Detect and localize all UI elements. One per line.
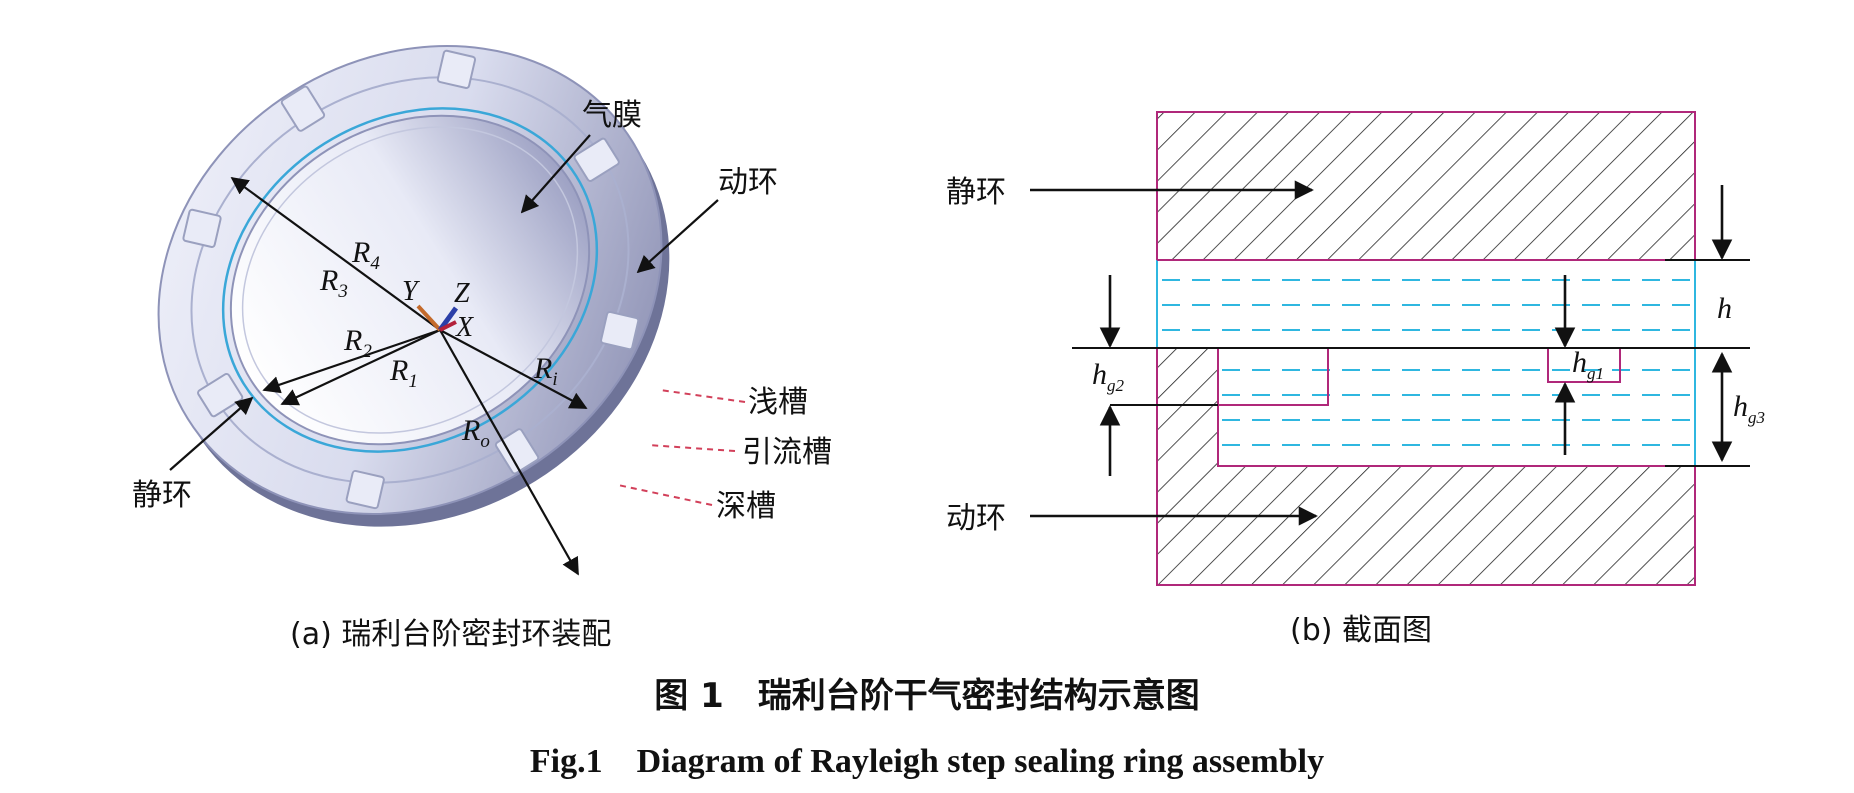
axis-label-z: Z <box>454 278 470 309</box>
label-gas-film: 气膜 <box>582 98 642 133</box>
label-deep-groove: 深槽 <box>716 489 776 524</box>
coordinate-triad <box>416 304 459 332</box>
figure-title-en: Fig.1 Diagram of Rayleigh step sealing r… <box>530 743 1324 780</box>
symbol-h: h <box>1717 292 1732 325</box>
y-axis-mark <box>416 304 442 332</box>
label-stationary-ring-b: 静环 <box>946 175 1006 210</box>
rotating-ring-callout <box>636 199 719 274</box>
groove-callouts <box>617 389 746 506</box>
ring-inner-edge <box>241 126 579 434</box>
stationary-ring-section <box>1156 111 1696 261</box>
radius-arrows <box>230 176 588 576</box>
groove-segments <box>182 49 640 510</box>
caption-b: (b) 截面图 <box>1290 613 1432 648</box>
caption-a: (a) 瑞利台阶密封环装配 <box>290 617 611 652</box>
deep-groove-callout <box>617 484 713 506</box>
deep-step-profile <box>1218 348 1329 406</box>
symbol-hg1: hg1 <box>1572 346 1604 383</box>
symbol-hg3: hg3 <box>1733 390 1765 427</box>
symbol-r2: R2 <box>343 324 372 362</box>
callout-arrows-b <box>1030 180 1318 526</box>
shallow-groove-callout <box>659 389 746 403</box>
symbol-hg2: hg2 <box>1092 358 1125 395</box>
figure-title-cn: 图 1 瑞利台阶干气密封结构示意图 <box>654 676 1200 716</box>
label-rotating-ring: 动环 <box>718 165 778 200</box>
ri-arrow <box>439 329 588 409</box>
z-axis-mark <box>437 306 459 332</box>
panel-a-ring-illustration: 气膜 动环 静环 浅槽 引流槽 深槽 R4 R3 R2 R1 Ri Ro Y Z… <box>132 45 832 652</box>
symbol-r1: R1 <box>389 354 418 392</box>
stationary-ring-callout <box>169 396 254 471</box>
r1-arrow <box>280 329 441 406</box>
gas-film-line <box>221 107 599 453</box>
x-axis-mark <box>439 320 457 332</box>
label-shallow-groove: 浅槽 <box>748 385 808 420</box>
step-profiles <box>1157 259 1695 467</box>
gas-film-callout <box>520 134 591 214</box>
shallow-step-profile <box>1547 348 1621 383</box>
symbol-r4: R4 <box>351 236 380 274</box>
reference-lines <box>1072 259 1750 467</box>
label-guide-groove: 引流槽 <box>742 435 832 470</box>
symbol-r3: R3 <box>319 264 348 302</box>
dimension-arrows <box>1099 185 1733 476</box>
label-stationary-ring: 静环 <box>132 478 192 513</box>
axis-label-x: X <box>455 312 474 343</box>
ro-arrow <box>439 329 579 576</box>
symbol-ro: Ro <box>461 414 490 452</box>
symbol-ri: Ri <box>533 352 558 390</box>
label-rotating-ring-b: 动环 <box>946 501 1006 536</box>
guide-groove-callout <box>647 444 736 452</box>
fluid-gap <box>1157 260 1695 466</box>
panel-b-cross-section: 静环 动环 h hg1 hg2 hg3 (b) 截面图 <box>946 111 1765 648</box>
r2-arrow <box>262 328 441 394</box>
axis-label-y: Y <box>402 276 421 307</box>
fluid-dash-lines <box>1162 279 1690 446</box>
callout-arrows-a <box>169 134 719 471</box>
r4-arrow <box>230 176 441 331</box>
